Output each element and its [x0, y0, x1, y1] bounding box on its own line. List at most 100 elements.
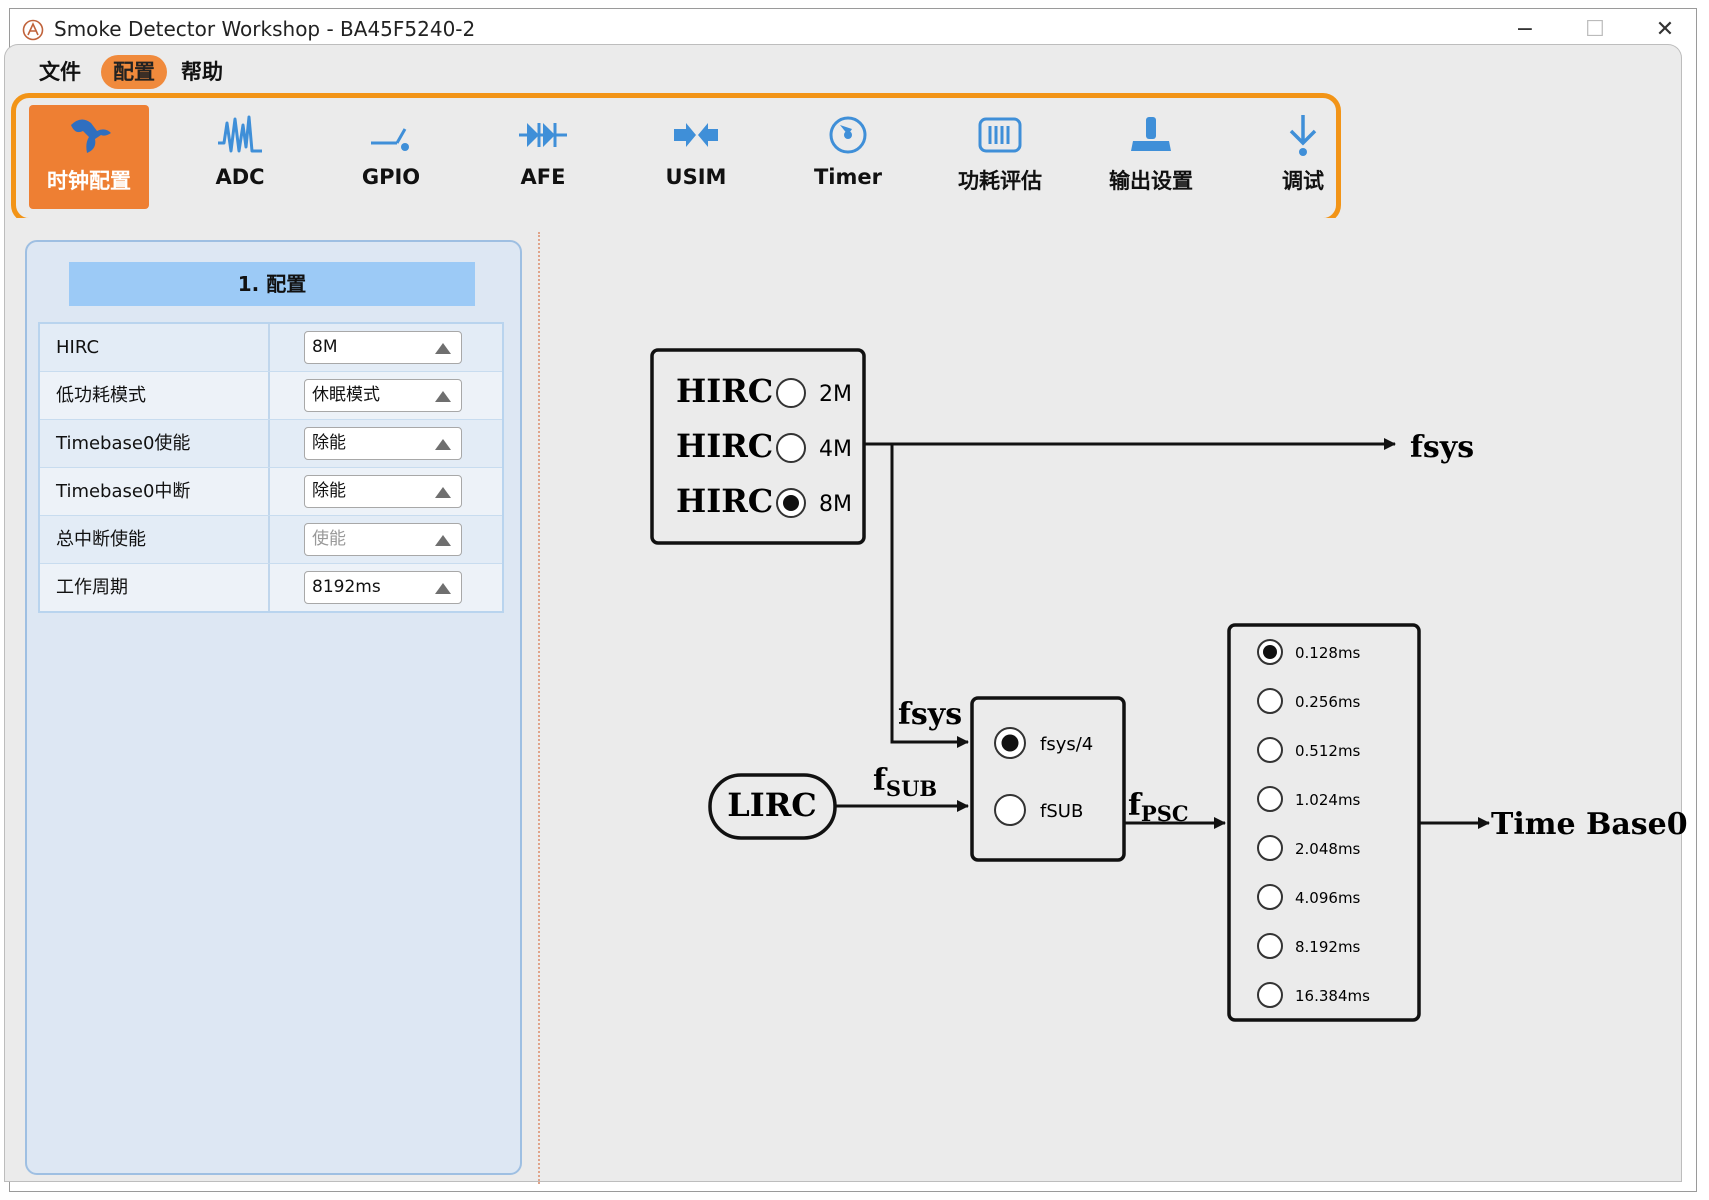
period-option-label: 0.512ms [1295, 742, 1361, 760]
fsub-label: fSUB [873, 763, 937, 801]
tool-debug[interactable]: 调试 [1243, 105, 1363, 209]
dropdown-arrow-icon[interactable] [435, 487, 451, 498]
row-label: Timebase0使能 [40, 420, 270, 467]
fsys-branch-line [890, 444, 969, 748]
usim-icon [674, 123, 718, 147]
window-title: Smoke Detector Workshop - BA45F5240-2 [54, 17, 476, 41]
period-option-label: 0.256ms [1295, 693, 1361, 711]
output-settings-icon [1131, 117, 1171, 151]
tool-label: USIM [665, 165, 727, 189]
low-power-mode-select[interactable]: 休眠模式 [304, 379, 462, 412]
radio-button[interactable] [1257, 835, 1283, 861]
tool-label: 调试 [1282, 169, 1324, 193]
source-radio-fsub[interactable] [994, 794, 1026, 826]
period-radio-option[interactable]: 0.512ms [1257, 737, 1361, 763]
timebase0-interrupt-select[interactable]: 除能 [304, 475, 462, 508]
select-value: 使能 [312, 529, 346, 549]
timebase0-enable-select[interactable]: 除能 [304, 427, 462, 460]
menu-bar: 文件 配置 帮助 [4, 44, 1682, 90]
period-radio-option[interactable]: 0.256ms [1257, 688, 1361, 714]
dropdown-arrow-icon[interactable] [435, 439, 451, 450]
tool-power-estimate[interactable]: 功耗评估 [940, 105, 1060, 209]
hirc-radio-4m[interactable] [776, 433, 806, 463]
fsys-input-label: fsys [898, 697, 962, 732]
dropdown-arrow-icon[interactable] [435, 343, 451, 354]
toolbar [4, 90, 1682, 218]
period-option-label: 16.384ms [1295, 987, 1370, 1005]
row-label: 工作周期 [40, 564, 270, 611]
tool-timer[interactable]: Timer [788, 105, 908, 209]
timer-icon [829, 116, 867, 154]
title-bar: Smoke Detector Workshop - BA45F5240-2 − … [10, 9, 1696, 49]
hirc-box [650, 348, 866, 545]
period-option-label: 2.048ms [1295, 840, 1361, 858]
table-row: HIRC 8M [40, 324, 502, 372]
select-value: 休眠模式 [312, 385, 380, 405]
dropdown-arrow-icon [435, 535, 451, 546]
radio-button[interactable] [1257, 688, 1283, 714]
period-radio-option[interactable]: 2.048ms [1257, 835, 1361, 861]
row-label: Timebase0中断 [40, 468, 270, 515]
fsys-output-label: fsys [1410, 430, 1474, 465]
minimize-button[interactable]: − [1515, 16, 1535, 42]
afe-icon [519, 123, 567, 147]
hirc-label: HIRC [676, 427, 773, 465]
hirc-radio-2m[interactable] [776, 378, 806, 408]
period-radio-option[interactable]: 1.024ms [1257, 786, 1361, 812]
select-value: 8M [312, 337, 338, 357]
period-option-label: 4.096ms [1295, 889, 1361, 907]
app-logo-icon [22, 19, 44, 41]
tool-label: Timer [813, 165, 882, 189]
tool-gpio[interactable]: GPIO [331, 105, 451, 209]
period-radio-option[interactable]: 8.192ms [1257, 933, 1361, 959]
radio-button[interactable] [1257, 933, 1283, 959]
period-option-label: 0.128ms [1295, 644, 1361, 662]
menu-config[interactable]: 配置 [101, 55, 167, 89]
period-option-label: 8.192ms [1295, 938, 1361, 956]
tool-afe[interactable]: AFE [483, 105, 603, 209]
table-row: Timebase0中断 除能 [40, 468, 502, 516]
period-radio-option[interactable]: 16.384ms [1257, 982, 1370, 1008]
panel-splitter[interactable] [538, 232, 540, 1184]
select-value: 除能 [312, 433, 346, 453]
source-option-label: fsys/4 [1040, 734, 1093, 755]
tool-usim[interactable]: USIM [636, 105, 756, 209]
table-row: Timebase0使能 除能 [40, 420, 502, 468]
config-table: HIRC 8M 低功耗模式 休眠模式 Timebase0使能 除能 Timeba… [38, 322, 504, 613]
dropdown-arrow-icon[interactable] [435, 391, 451, 402]
menu-file[interactable]: 文件 [39, 60, 81, 84]
maximize-button[interactable]: ☐ [1585, 16, 1605, 42]
config-panel-title: 1. 配置 [69, 262, 475, 306]
hirc-label: HIRC [676, 372, 773, 410]
dropdown-arrow-icon[interactable] [435, 583, 451, 594]
hirc-select[interactable]: 8M [304, 331, 462, 364]
work-cycle-select[interactable]: 8192ms [304, 571, 462, 604]
hirc-radio-8m[interactable] [776, 488, 806, 518]
row-label: 总中断使能 [40, 516, 270, 563]
table-row: 总中断使能 使能 [40, 516, 502, 564]
hirc-option-label: 8M [819, 492, 852, 517]
tool-label: 功耗评估 [958, 169, 1042, 193]
clock-config-icon [71, 119, 111, 153]
fpsc-label: fPSC [1128, 788, 1189, 826]
tool-clock-config[interactable]: 时钟配置 [29, 105, 149, 209]
period-radio-option[interactable]: 4.096ms [1257, 884, 1361, 910]
radio-button[interactable] [1257, 884, 1283, 910]
tool-output-settings[interactable]: 输出设置 [1091, 105, 1211, 209]
source-option-label: fSUB [1040, 801, 1083, 822]
gpio-icon [371, 128, 409, 151]
adc-wave-icon [218, 115, 262, 153]
close-button[interactable]: ✕ [1655, 16, 1675, 42]
menu-help[interactable]: 帮助 [181, 60, 223, 84]
tool-adc[interactable]: ADC [180, 105, 300, 209]
table-row: 低功耗模式 休眠模式 [40, 372, 502, 420]
radio-button[interactable] [1257, 737, 1283, 763]
radio-button[interactable] [1257, 786, 1283, 812]
table-row: 工作周期 8192ms [40, 564, 502, 611]
config-panel: 1. 配置 HIRC 8M 低功耗模式 休眠模式 Timebase0使能 除能 … [25, 240, 522, 1175]
global-interrupt-select: 使能 [304, 523, 462, 556]
source-radio-fsys4[interactable] [994, 727, 1026, 759]
radio-button[interactable] [1257, 982, 1283, 1008]
period-radio-option[interactable]: 0.128ms [1257, 639, 1361, 665]
tool-label: ADC [215, 165, 265, 189]
